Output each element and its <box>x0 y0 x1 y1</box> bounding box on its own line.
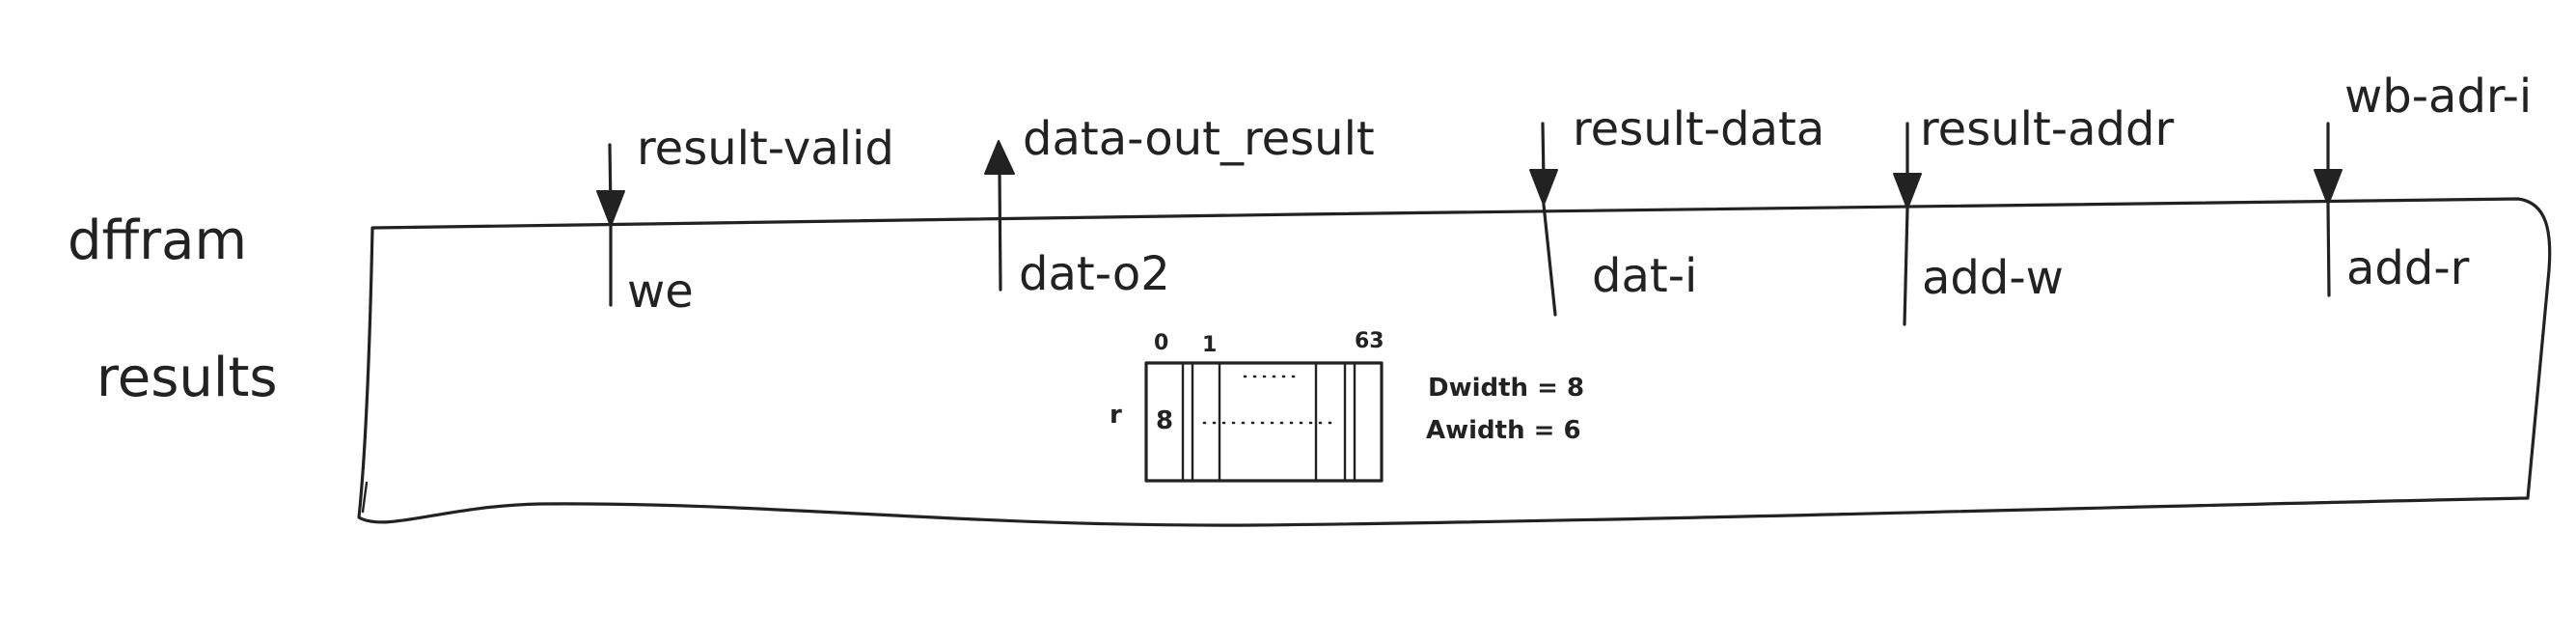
signal-label-result-addr: result-addr <box>1920 102 2174 156</box>
port-label-dat-i: dat-i <box>1592 249 1697 303</box>
arrow-down-icon <box>596 190 625 227</box>
memory-parameters: Dwidth = 8 Awidth = 6 <box>1426 374 1584 445</box>
module-name-line-1: dffram <box>68 209 247 272</box>
awidth-label: Awidth = 6 <box>1426 416 1581 445</box>
memory-index-first: 0 <box>1154 331 1168 355</box>
port-label-add-r: add-r <box>2346 241 2470 295</box>
memory-cell-value: 8 <box>1156 406 1173 435</box>
port-line <box>1903 207 1909 326</box>
port-add-w: result-addr add-w <box>1893 102 2174 326</box>
port-we: result-valid we <box>596 122 894 319</box>
signal-label-result-data: result-data <box>1573 102 1824 156</box>
module-label: dffram results <box>68 209 278 409</box>
arrow-down-icon <box>1529 169 1558 206</box>
port-label-add-w: add-w <box>1922 251 2064 305</box>
signal-label-wb-adr-i: wb-adr-i <box>2344 70 2532 124</box>
memory-row-label: r <box>1110 401 1122 430</box>
module-box <box>357 197 2552 527</box>
port-label-we: we <box>627 265 694 319</box>
dwidth-label: Dwidth = 8 <box>1428 374 1584 403</box>
arrow-up-icon <box>984 140 1015 175</box>
port-label-dat-o2: dat-o2 <box>1019 247 1170 301</box>
arrow-down-icon <box>1893 173 1922 209</box>
signal-label-result-valid: result-valid <box>637 122 894 176</box>
port-add-r: wb-adr-i add-r <box>2314 70 2532 297</box>
port-dat-o2: data-out_result dat-o2 <box>984 112 1375 301</box>
port-line <box>1542 203 1557 317</box>
arrow-down-icon <box>2314 169 2343 206</box>
memory-array: r 8 0 1 63 <box>1110 329 1384 483</box>
port-line <box>2326 203 2331 297</box>
module-name-line-2: results <box>96 347 278 409</box>
memory-index-second: 1 <box>1202 333 1217 357</box>
memory-outline <box>1144 361 1384 483</box>
module-box-corner-tick <box>361 481 369 514</box>
port-dat-i: result-data dat-i <box>1529 102 1824 317</box>
signal-label-data-out-result: data-out_result <box>1023 112 1375 166</box>
memory-index-last: 63 <box>1355 329 1384 353</box>
